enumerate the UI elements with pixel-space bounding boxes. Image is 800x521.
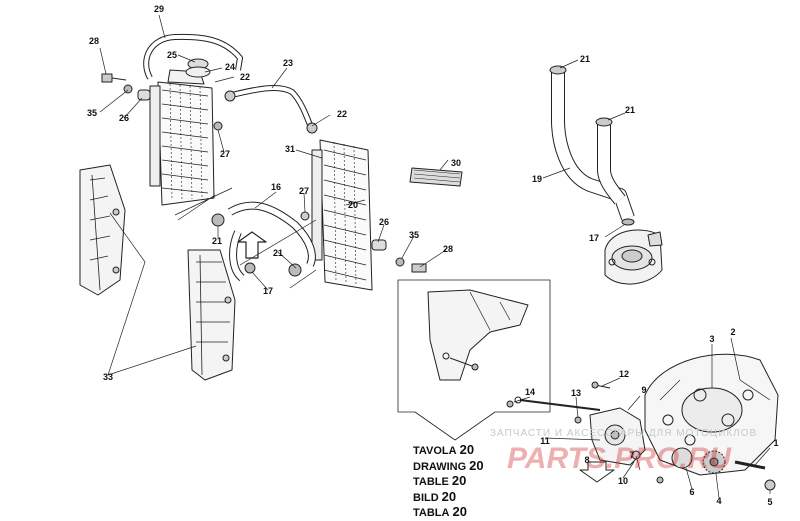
callout-20: 20 (348, 200, 358, 210)
legend-value: 20 (452, 504, 467, 519)
hose-19 (549, 65, 635, 221)
left-radiator (149, 58, 215, 206)
callout-35: 35 (87, 108, 97, 118)
arrow-8 (579, 461, 615, 483)
callout-19: 19 (532, 174, 542, 184)
callout-7: 7 (629, 450, 634, 460)
callout-26: 26 (119, 113, 129, 123)
cylinder-head (604, 218, 663, 285)
leader-lines (99, 14, 771, 499)
engine-case (644, 353, 779, 491)
callout-2: 2 (730, 327, 735, 337)
callout-17: 17 (589, 233, 599, 243)
legend-word: TABLA (413, 507, 450, 519)
callout-33: 33 (103, 372, 113, 382)
legend-value: 20 (469, 457, 484, 473)
callout-27: 27 (220, 149, 230, 159)
callout-22: 22 (240, 72, 250, 82)
legend-value: 20 (451, 473, 467, 488)
callout-35: 35 (409, 230, 419, 240)
legend-word: TAVOLA (413, 445, 457, 457)
callout-21: 21 (580, 54, 590, 64)
callout-11: 11 (540, 436, 550, 446)
callout-27: 27 (299, 186, 309, 196)
callout-14: 14 (525, 387, 535, 397)
bolt-28-left (101, 73, 223, 131)
right-shroud (187, 249, 236, 381)
left-shroud (79, 164, 126, 296)
callout-21: 21 (212, 236, 222, 246)
callout-31: 31 (285, 144, 295, 154)
callout-8: 8 (584, 455, 589, 465)
legend-word: TABLE (413, 476, 449, 488)
callout-1: 1 (773, 438, 778, 448)
callout-26: 26 (379, 217, 389, 227)
flow-arrow (237, 231, 267, 259)
callout-30: 30 (451, 158, 461, 168)
callout-28: 28 (89, 36, 99, 46)
callout-22: 22 (337, 109, 347, 119)
watermark-text: ЗАПЧАСТИ И АКСЕССУАРЫ ДЛЯ МОТОЦИКЛОВ (490, 428, 758, 439)
water-pump (506, 381, 664, 484)
callout-4: 4 (716, 496, 721, 506)
callout-12: 12 (619, 369, 629, 379)
callout-3: 3 (709, 334, 714, 344)
legend-word: DRAWING (413, 460, 467, 473)
callout-25: 25 (167, 50, 177, 60)
callout-16: 16 (271, 182, 281, 192)
callout-5: 5 (767, 497, 772, 507)
callout-24: 24 (225, 62, 235, 72)
watermark-logo-text: PARTS.PRO.RU (507, 442, 732, 475)
sticker-30 (409, 167, 463, 187)
callout-13: 13 (571, 388, 581, 398)
callout-9: 9 (641, 385, 646, 395)
callout-28: 28 (443, 244, 453, 254)
guard-detail (397, 279, 551, 441)
callout-29: 29 (154, 4, 164, 14)
legend-value: 20 (459, 442, 475, 457)
right-radiator (311, 139, 373, 291)
legend-word: BILD (413, 491, 439, 504)
callout-21: 21 (273, 248, 283, 258)
callout-10: 10 (618, 476, 628, 486)
legend-value: 20 (441, 488, 457, 504)
callout-21: 21 (625, 105, 635, 115)
callout-17: 17 (263, 286, 273, 296)
watermark-logo: PARTS.PRO.RU (507, 442, 732, 475)
callout-6: 6 (689, 487, 694, 497)
callout-23: 23 (283, 58, 293, 68)
